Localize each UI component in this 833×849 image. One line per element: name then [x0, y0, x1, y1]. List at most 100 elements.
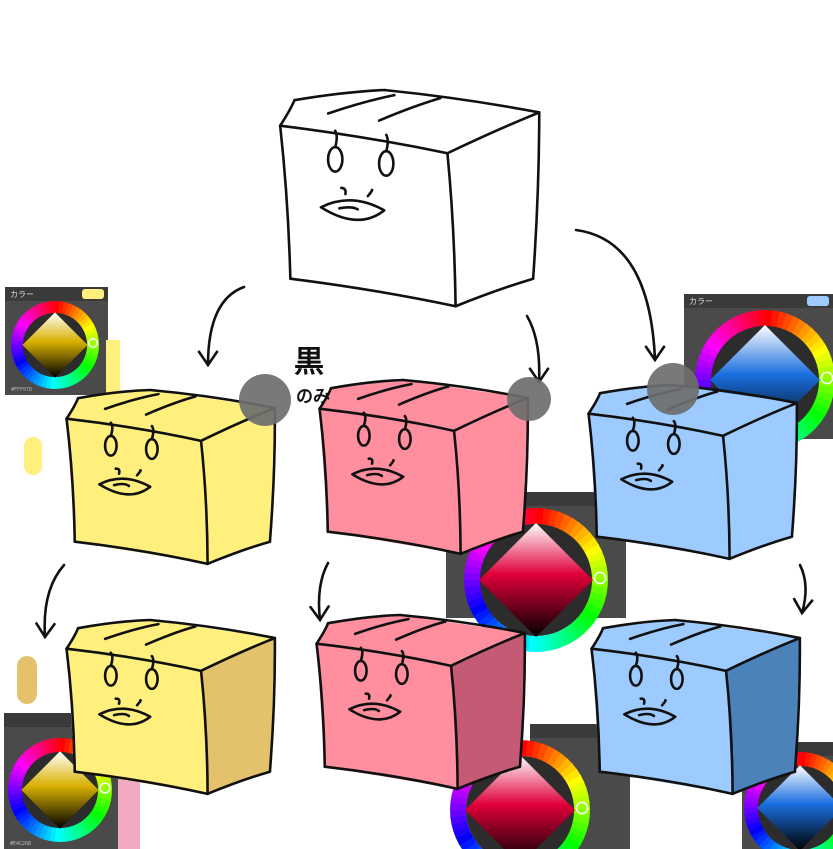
hue-segment — [11, 331, 25, 339]
cube-blue-shaded-right-eye — [669, 667, 684, 691]
top-front-edge — [318, 407, 456, 433]
back-right-edge — [268, 636, 277, 773]
hue-segment — [8, 789, 23, 796]
hand-drawn-arrow-2 — [525, 314, 550, 385]
hue-segment — [33, 822, 45, 838]
hue-segment — [76, 366, 88, 378]
hue-segment — [541, 508, 552, 526]
hue-segment — [43, 826, 53, 841]
bottom-front-edge — [326, 530, 462, 556]
hue-segment — [70, 370, 81, 384]
hue-segment — [80, 361, 94, 372]
hue-segment — [547, 749, 562, 767]
front-right-edge — [446, 151, 457, 308]
hue-segment — [581, 537, 599, 553]
hue-segment — [811, 401, 829, 416]
bottom-side-edge — [728, 535, 794, 561]
top-back-edge — [326, 613, 402, 625]
cube-blue-shaded — [590, 618, 802, 796]
hue-segment — [695, 372, 712, 380]
cube-pink-base-right-eye — [397, 427, 412, 451]
hue-segment — [527, 635, 536, 652]
hue-segment — [450, 815, 468, 825]
hue-segment — [816, 391, 833, 403]
hue-segment — [464, 579, 481, 588]
cube-yellow-shaded-mouth — [98, 707, 152, 726]
hue-segment — [568, 621, 585, 639]
hue-segment — [541, 634, 551, 652]
hue-segment — [569, 781, 587, 794]
mouth-line — [112, 712, 131, 718]
top-front-edge — [587, 412, 725, 438]
hue-segment — [552, 631, 566, 649]
panel-yellow-base-header — [5, 287, 108, 301]
cube-blue-shaded-shade — [726, 638, 800, 794]
front-left-edge — [590, 647, 602, 773]
panel-yellow-base-wheel — [11, 301, 99, 389]
hue-segment — [808, 753, 818, 769]
hue-segment — [830, 833, 833, 839]
left-eye-stem — [631, 416, 636, 433]
hue-segment — [14, 357, 28, 367]
hue-segment — [97, 784, 112, 791]
hue-segment — [814, 351, 832, 364]
hue-segment — [762, 838, 776, 849]
hue-segment — [808, 407, 826, 422]
hue-segment — [744, 812, 759, 820]
hue-segment — [465, 841, 480, 849]
bottom-side-edge — [206, 540, 272, 566]
cube-yellow-base-mouth — [98, 477, 152, 496]
hue-segment — [464, 571, 481, 580]
top-left-edge — [278, 98, 296, 127]
right-eye-stem — [672, 419, 677, 436]
hue-segment — [13, 326, 26, 336]
hand-drawn-arrow-4 — [35, 563, 66, 640]
top-side-edge — [724, 636, 802, 673]
hue-segment — [450, 794, 468, 805]
hue-segment — [49, 738, 57, 753]
hue-segment — [573, 617, 590, 634]
hue-segment — [572, 795, 590, 805]
hue-segment — [459, 836, 477, 849]
hue-segment — [451, 787, 469, 799]
hue-segment — [24, 818, 38, 833]
hand-drawn-arrow-5-shaft — [317, 561, 330, 622]
hue-segment — [558, 628, 572, 647]
swatch-yellow-base — [24, 437, 42, 475]
top-left-edge — [587, 391, 602, 415]
hue-segment — [37, 303, 46, 316]
hue-segment — [58, 301, 65, 314]
hue-segment — [25, 368, 37, 381]
right-eye-stem — [384, 133, 390, 153]
front-left-edge — [318, 407, 330, 533]
hue-segment — [551, 753, 568, 771]
hue-segment — [78, 363, 91, 375]
top-stripe-1 — [353, 617, 410, 636]
hue-segment — [584, 602, 602, 617]
hue-segment — [577, 612, 595, 629]
hue-segment — [455, 831, 474, 845]
hue-segment — [21, 751, 35, 765]
bottom-front-edge — [598, 770, 734, 796]
front-right-edge — [721, 434, 731, 561]
hue-segment — [535, 635, 544, 652]
hue-segment — [765, 310, 773, 327]
bottom-front-edge — [73, 770, 209, 796]
panel-yellow-shade-hex: #E4C26B — [10, 841, 31, 847]
hue-segment — [61, 301, 69, 315]
top-back-edge — [76, 618, 152, 630]
hue-segment — [557, 846, 564, 849]
hue-segment — [824, 839, 833, 849]
hue-segment — [744, 801, 759, 808]
bottom-front-edge — [323, 765, 459, 791]
cube-outline-only — [278, 88, 541, 308]
hue-segment — [14, 322, 28, 332]
hue-segment — [78, 820, 91, 836]
hue-segment — [58, 376, 65, 389]
mouth-tick-right — [660, 699, 667, 707]
hue-segment — [531, 741, 543, 759]
hue-segment — [29, 820, 41, 836]
hue-segment — [696, 357, 714, 369]
mouth-line — [637, 712, 656, 718]
left-eye-stem — [634, 651, 639, 668]
